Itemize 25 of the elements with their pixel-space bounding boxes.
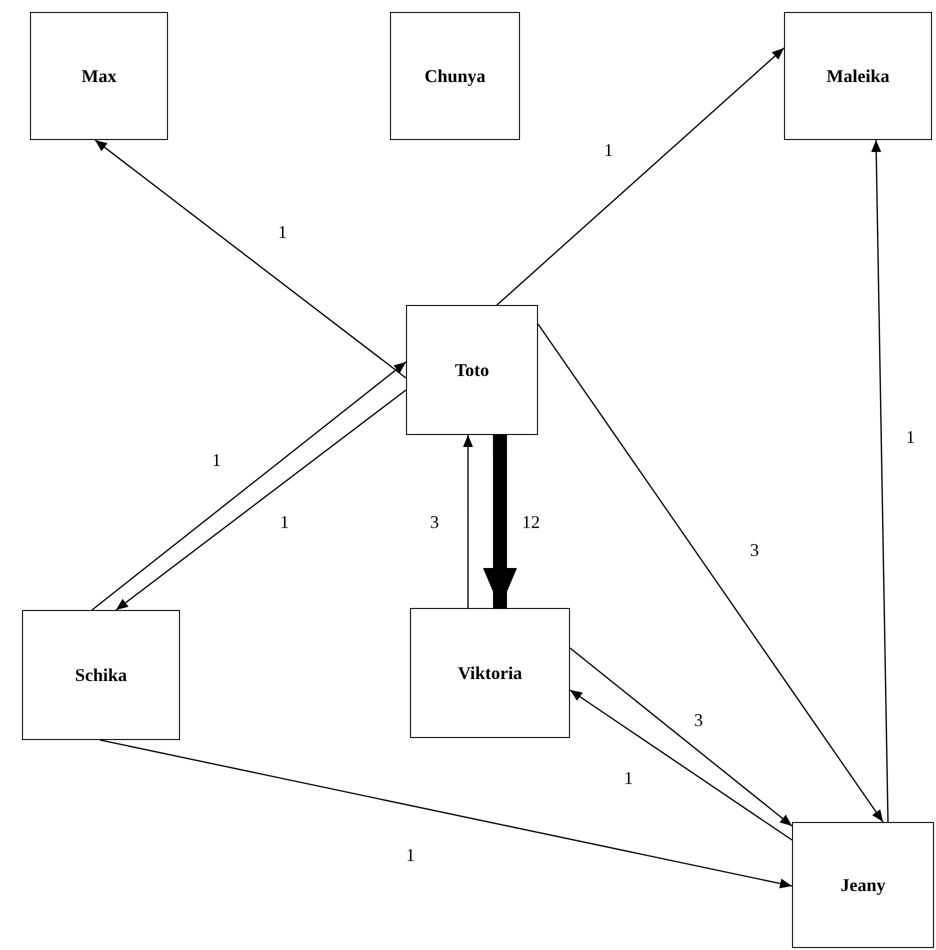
arrow (570, 648, 792, 826)
arrow (94, 139, 406, 379)
node-label: Max (82, 66, 116, 86)
arrow (483, 435, 517, 608)
person-box (390, 12, 520, 140)
node-label: Toto (454, 360, 490, 380)
node-label: Viktoria (458, 662, 522, 684)
node-label: Maleika (826, 66, 890, 86)
arrow (537, 324, 884, 822)
arrow (871, 140, 889, 822)
arrow (496, 47, 784, 306)
arrow (116, 390, 406, 611)
arrow (570, 689, 792, 841)
arrow (100, 739, 792, 888)
arrow (463, 435, 473, 608)
person-box (410, 608, 570, 738)
person-box (784, 12, 932, 140)
person-box (22, 610, 180, 740)
person-box (30, 12, 168, 140)
person-box (792, 822, 934, 948)
person-box (406, 305, 538, 435)
node-label: Jeany (840, 874, 886, 896)
node-label: Schika (74, 664, 128, 686)
node-label: Chunya (424, 66, 486, 86)
arrow (92, 361, 406, 611)
